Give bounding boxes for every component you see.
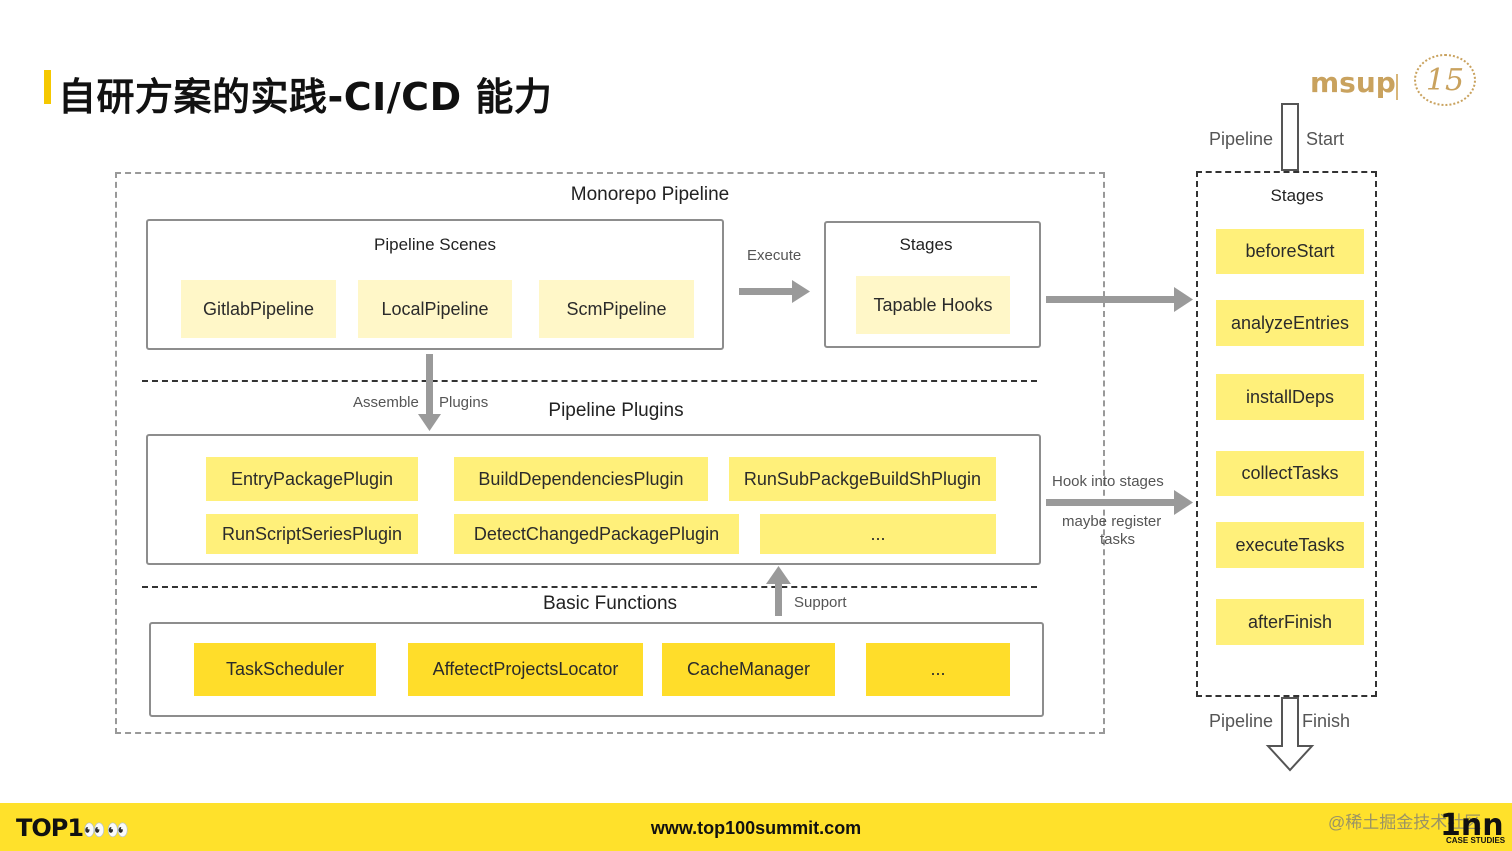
tapable-hooks: Tapable Hooks xyxy=(856,276,1010,334)
stage-execute-tasks: executeTasks xyxy=(1216,522,1364,568)
stage-install-deps: installDeps xyxy=(1216,374,1364,420)
stage-collect-tasks: collectTasks xyxy=(1216,451,1364,496)
pipeline-finish-arrow-icon xyxy=(1265,697,1315,772)
monorepo-pipeline-title: Monorepo Pipeline xyxy=(570,184,730,205)
tasks-label: tasks xyxy=(1100,531,1136,548)
plugin-detect-changed-package: DetectChangedPackagePlugin xyxy=(454,514,739,554)
footer-brand: TOP1👀👀 xyxy=(16,814,130,842)
pipeline-start-right-label: Start xyxy=(1306,129,1345,149)
logo-divider xyxy=(1396,74,1398,100)
basic-more: ... xyxy=(866,643,1010,696)
scene-gitlab-pipeline: GitlabPipeline xyxy=(181,280,336,338)
plugin-run-sub-package-build-sh: RunSubPackgeBuildShPlugin xyxy=(729,457,996,501)
monorepo-pipeline-container xyxy=(115,172,1105,734)
stage-before-start: beforeStart xyxy=(1216,229,1364,274)
pipeline-plugins-title: Pipeline Plugins xyxy=(548,400,684,421)
separator-line-top xyxy=(142,380,1037,382)
footer-brand-text: TOP1 xyxy=(16,814,84,842)
plugin-entry-package: EntryPackagePlugin xyxy=(206,457,418,501)
plugin-run-script-series: RunScriptSeriesPlugin xyxy=(206,514,418,554)
case-studies-logo: 1nn xyxy=(1440,808,1504,843)
pipeline-start-left-label: Pipeline xyxy=(1209,129,1274,149)
separator-line-bottom xyxy=(142,586,1037,588)
slide-title: 自研方案的实践-CI/CD 能力 xyxy=(58,75,553,119)
watermark-text: @稀土掘金技术社区 xyxy=(1328,813,1482,832)
plugin-more: ... xyxy=(760,514,996,554)
pipeline-finish-left-label: Pipeline xyxy=(1209,711,1274,731)
pipeline-start-arrow-icon xyxy=(1281,103,1299,171)
maybe-register-label: maybe register xyxy=(1062,513,1162,530)
case-studies-subtitle: CASE STUDIES xyxy=(1446,836,1506,845)
scene-scm-pipeline: ScmPipeline xyxy=(539,280,694,338)
stages-inner-title: Stages xyxy=(899,235,953,254)
basic-cache-manager: CacheManager xyxy=(662,643,835,696)
basic-affected-projects-locator: AffetectProjectsLocator xyxy=(408,643,643,696)
anniversary-badge-text: 15 xyxy=(1425,62,1465,98)
anniversary-badge-icon: 15 xyxy=(1414,54,1476,106)
footer-bar xyxy=(0,803,1512,851)
pipeline-scenes-title: Pipeline Scenes xyxy=(374,235,496,254)
stage-after-finish: afterFinish xyxy=(1216,599,1364,645)
assemble-label: Assemble xyxy=(353,394,419,411)
basic-functions-title: Basic Functions xyxy=(542,593,678,614)
plugins-label: Plugins xyxy=(439,394,489,411)
basic-task-scheduler: TaskScheduler xyxy=(194,643,376,696)
stages-flow-container xyxy=(1196,171,1377,697)
execute-label: Execute xyxy=(747,247,802,264)
plugin-build-dependencies: BuildDependenciesPlugin xyxy=(454,457,708,501)
support-label: Support xyxy=(794,594,847,611)
pipeline-finish-right-label: Finish xyxy=(1302,711,1351,731)
stages-flow-title: Stages xyxy=(1270,186,1324,205)
scene-local-pipeline: LocalPipeline xyxy=(358,280,512,338)
stage-analyze-entries: analyzeEntries xyxy=(1216,300,1364,346)
msup-logo: msup xyxy=(1310,66,1396,99)
hook-into-stages-label: Hook into stages xyxy=(1052,473,1164,490)
title-accent-bar xyxy=(44,70,51,104)
footer-eyes-icon: 👀👀 xyxy=(83,820,130,841)
footer-url[interactable]: www.top100summit.com xyxy=(650,818,862,838)
